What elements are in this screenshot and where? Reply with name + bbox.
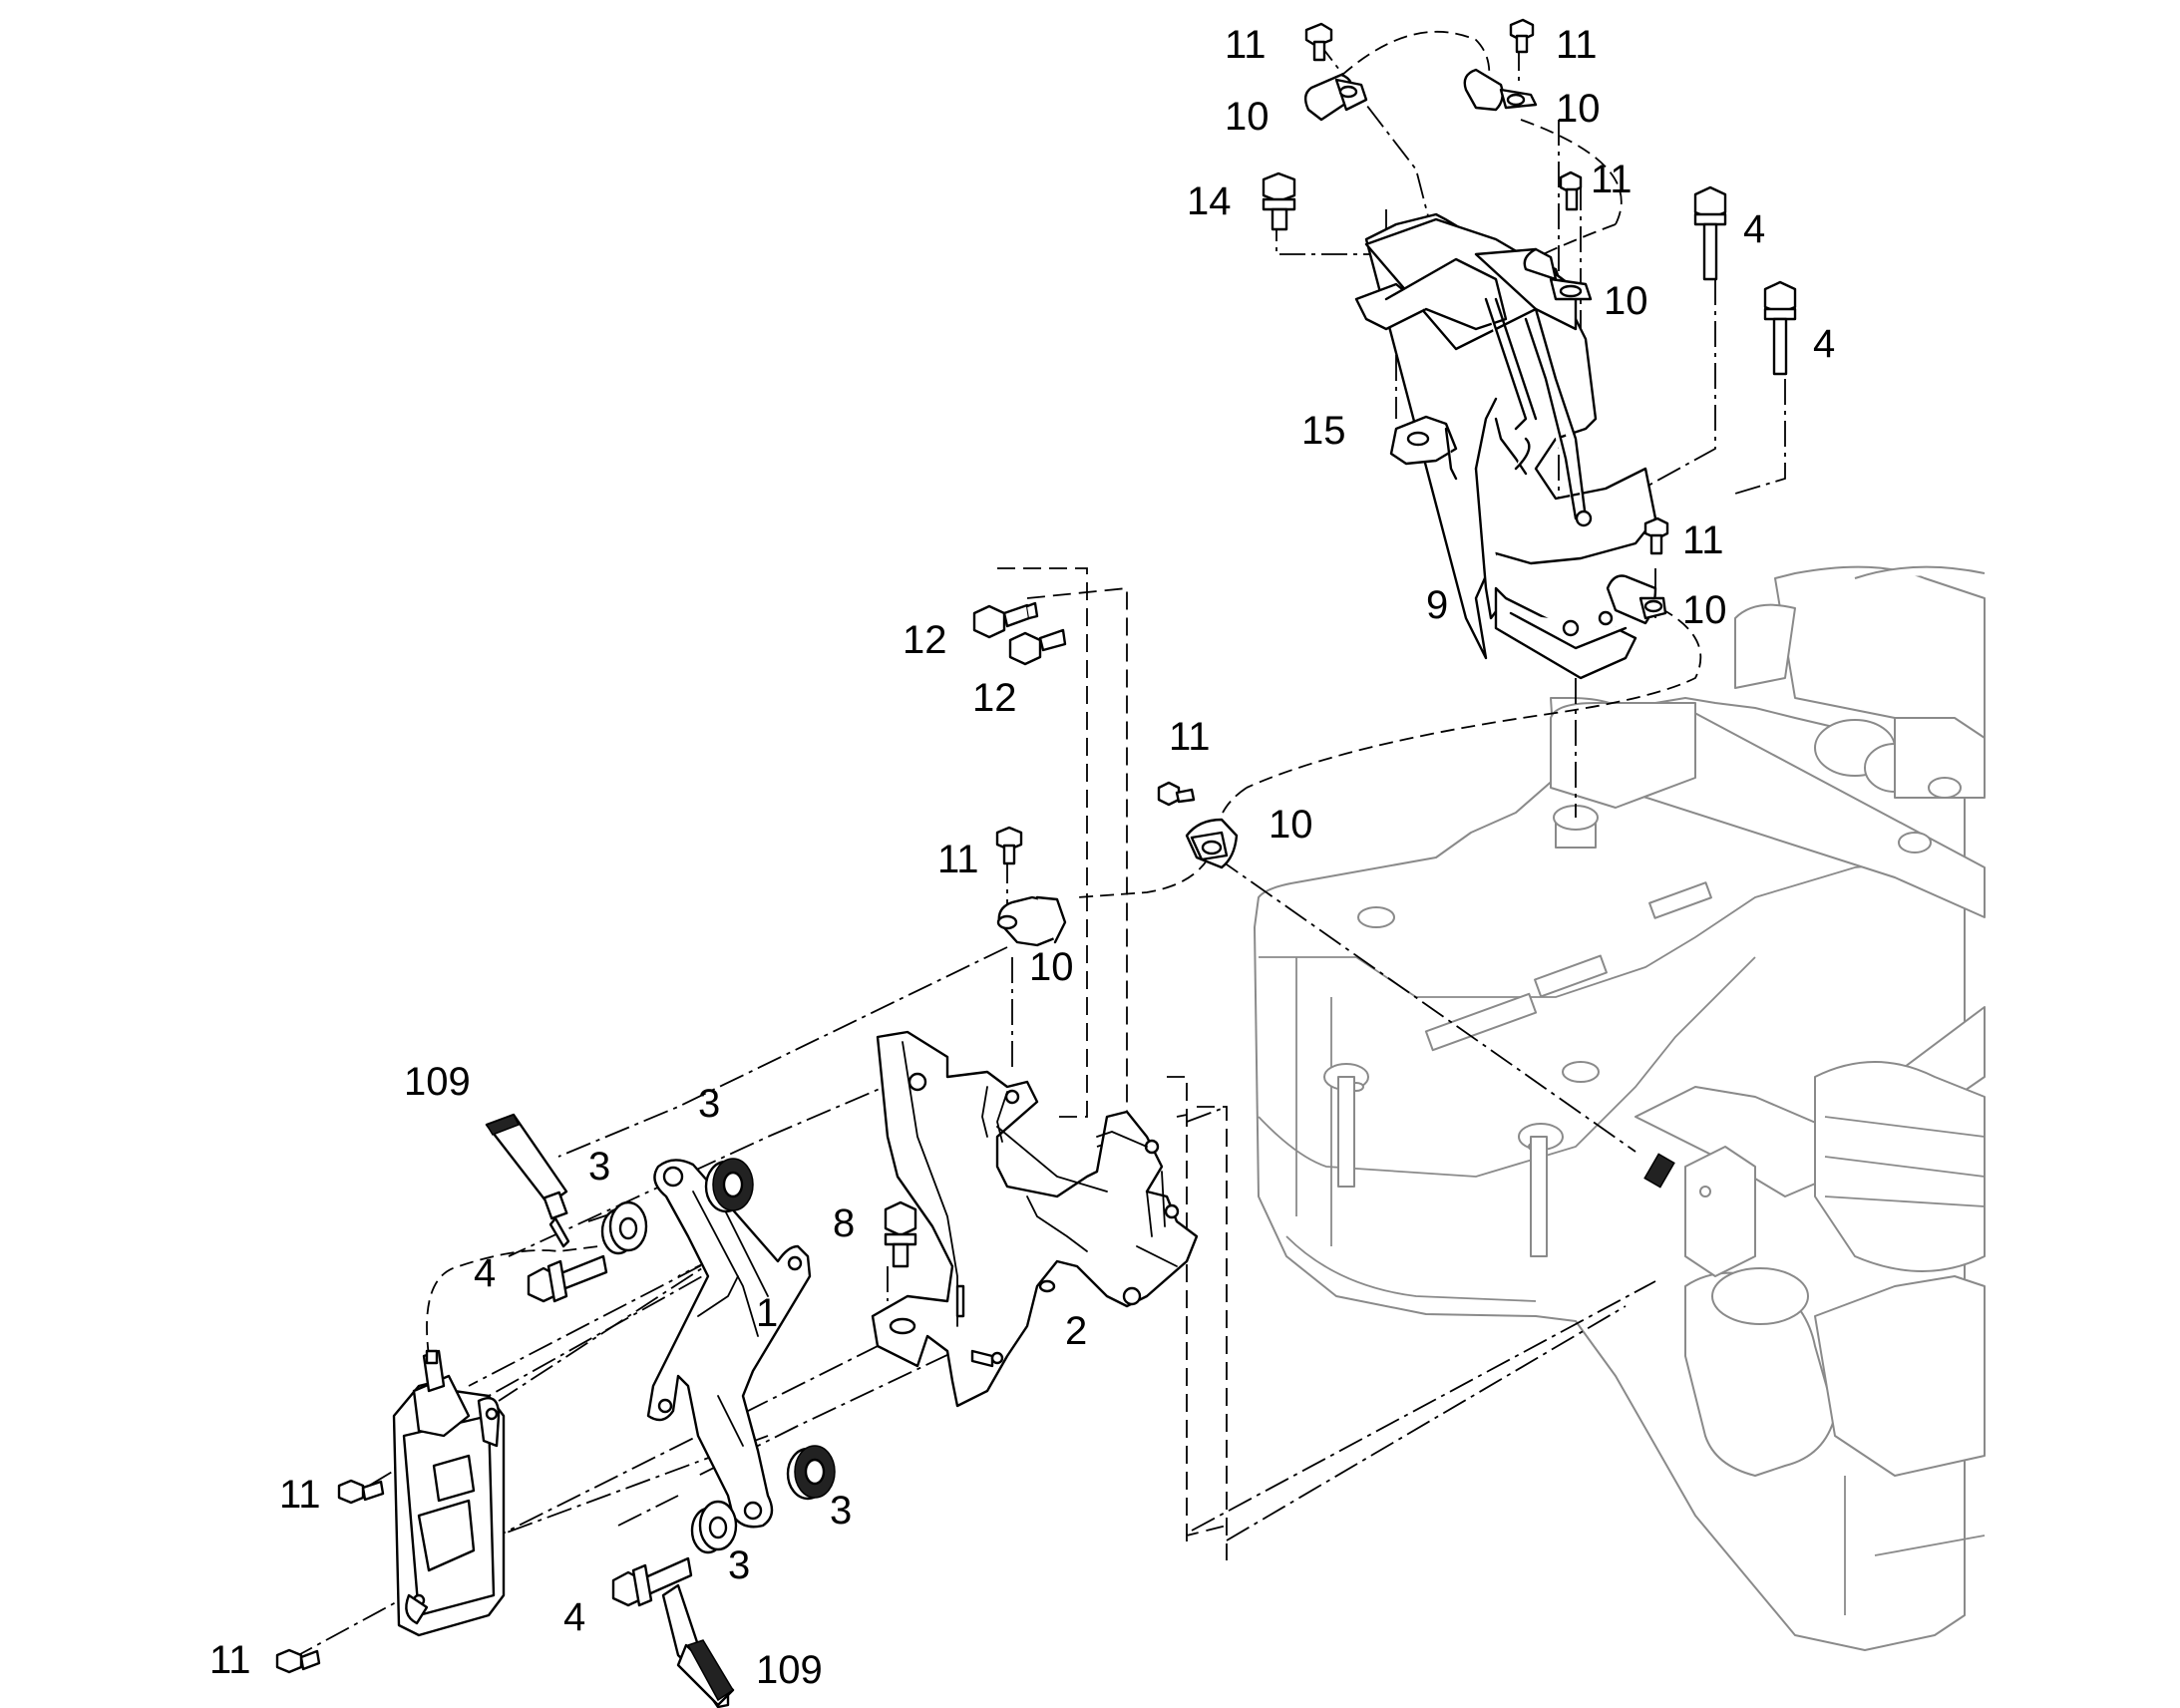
bracket-9 — [1354, 212, 1657, 680]
callout-11: 11 — [209, 1638, 251, 1682]
callout-4: 4 — [563, 1595, 585, 1639]
callout-10: 10 — [1225, 95, 1270, 139]
callout-15: 15 — [1301, 409, 1346, 453]
callout-11: 11 — [1591, 158, 1633, 201]
callout-11: 11 — [1556, 23, 1598, 67]
callout-10: 10 — [1029, 945, 1074, 989]
callout-109: 109 — [404, 1060, 471, 1104]
callout-109: 109 — [756, 1648, 823, 1692]
callout-11: 11 — [1169, 715, 1211, 759]
callout-8: 8 — [833, 1201, 855, 1245]
callout-1: 1 — [756, 1291, 778, 1335]
bracket-2 — [871, 1030, 1199, 1408]
callout-12: 12 — [903, 618, 947, 662]
callout-3: 3 — [728, 1543, 750, 1587]
callout-11: 11 — [1225, 23, 1267, 67]
callout-12: 12 — [972, 676, 1017, 720]
callout-3: 3 — [698, 1082, 720, 1126]
callout-4: 4 — [1743, 207, 1765, 251]
callout-3: 3 — [830, 1489, 852, 1533]
callout-10: 10 — [1269, 803, 1313, 847]
callout-2: 2 — [1065, 1309, 1087, 1353]
callout-11: 11 — [279, 1473, 321, 1517]
callout-3: 3 — [588, 1145, 610, 1189]
callout-10: 10 — [1604, 279, 1648, 323]
callout-10: 10 — [1682, 588, 1727, 632]
callout-4: 4 — [474, 1251, 496, 1295]
bolt-8 — [884, 1200, 917, 1268]
callout-labels: 11 11 10 10 14 11 4 10 4 15 11 9 10 12 1… — [209, 23, 1835, 1692]
callout-14: 14 — [1187, 179, 1232, 223]
callout-9: 9 — [1426, 583, 1448, 627]
upper-hardware — [1262, 18, 1797, 625]
link-1 — [646, 1159, 812, 1529]
left-hardware — [275, 1113, 836, 1708]
callout-11: 11 — [937, 838, 979, 881]
engine-assembly — [1254, 565, 1986, 1651]
callout-11: 11 — [1682, 518, 1724, 562]
mid-hardware — [972, 601, 1239, 947]
callout-10: 10 — [1556, 87, 1601, 131]
callout-4: 4 — [1813, 322, 1835, 366]
